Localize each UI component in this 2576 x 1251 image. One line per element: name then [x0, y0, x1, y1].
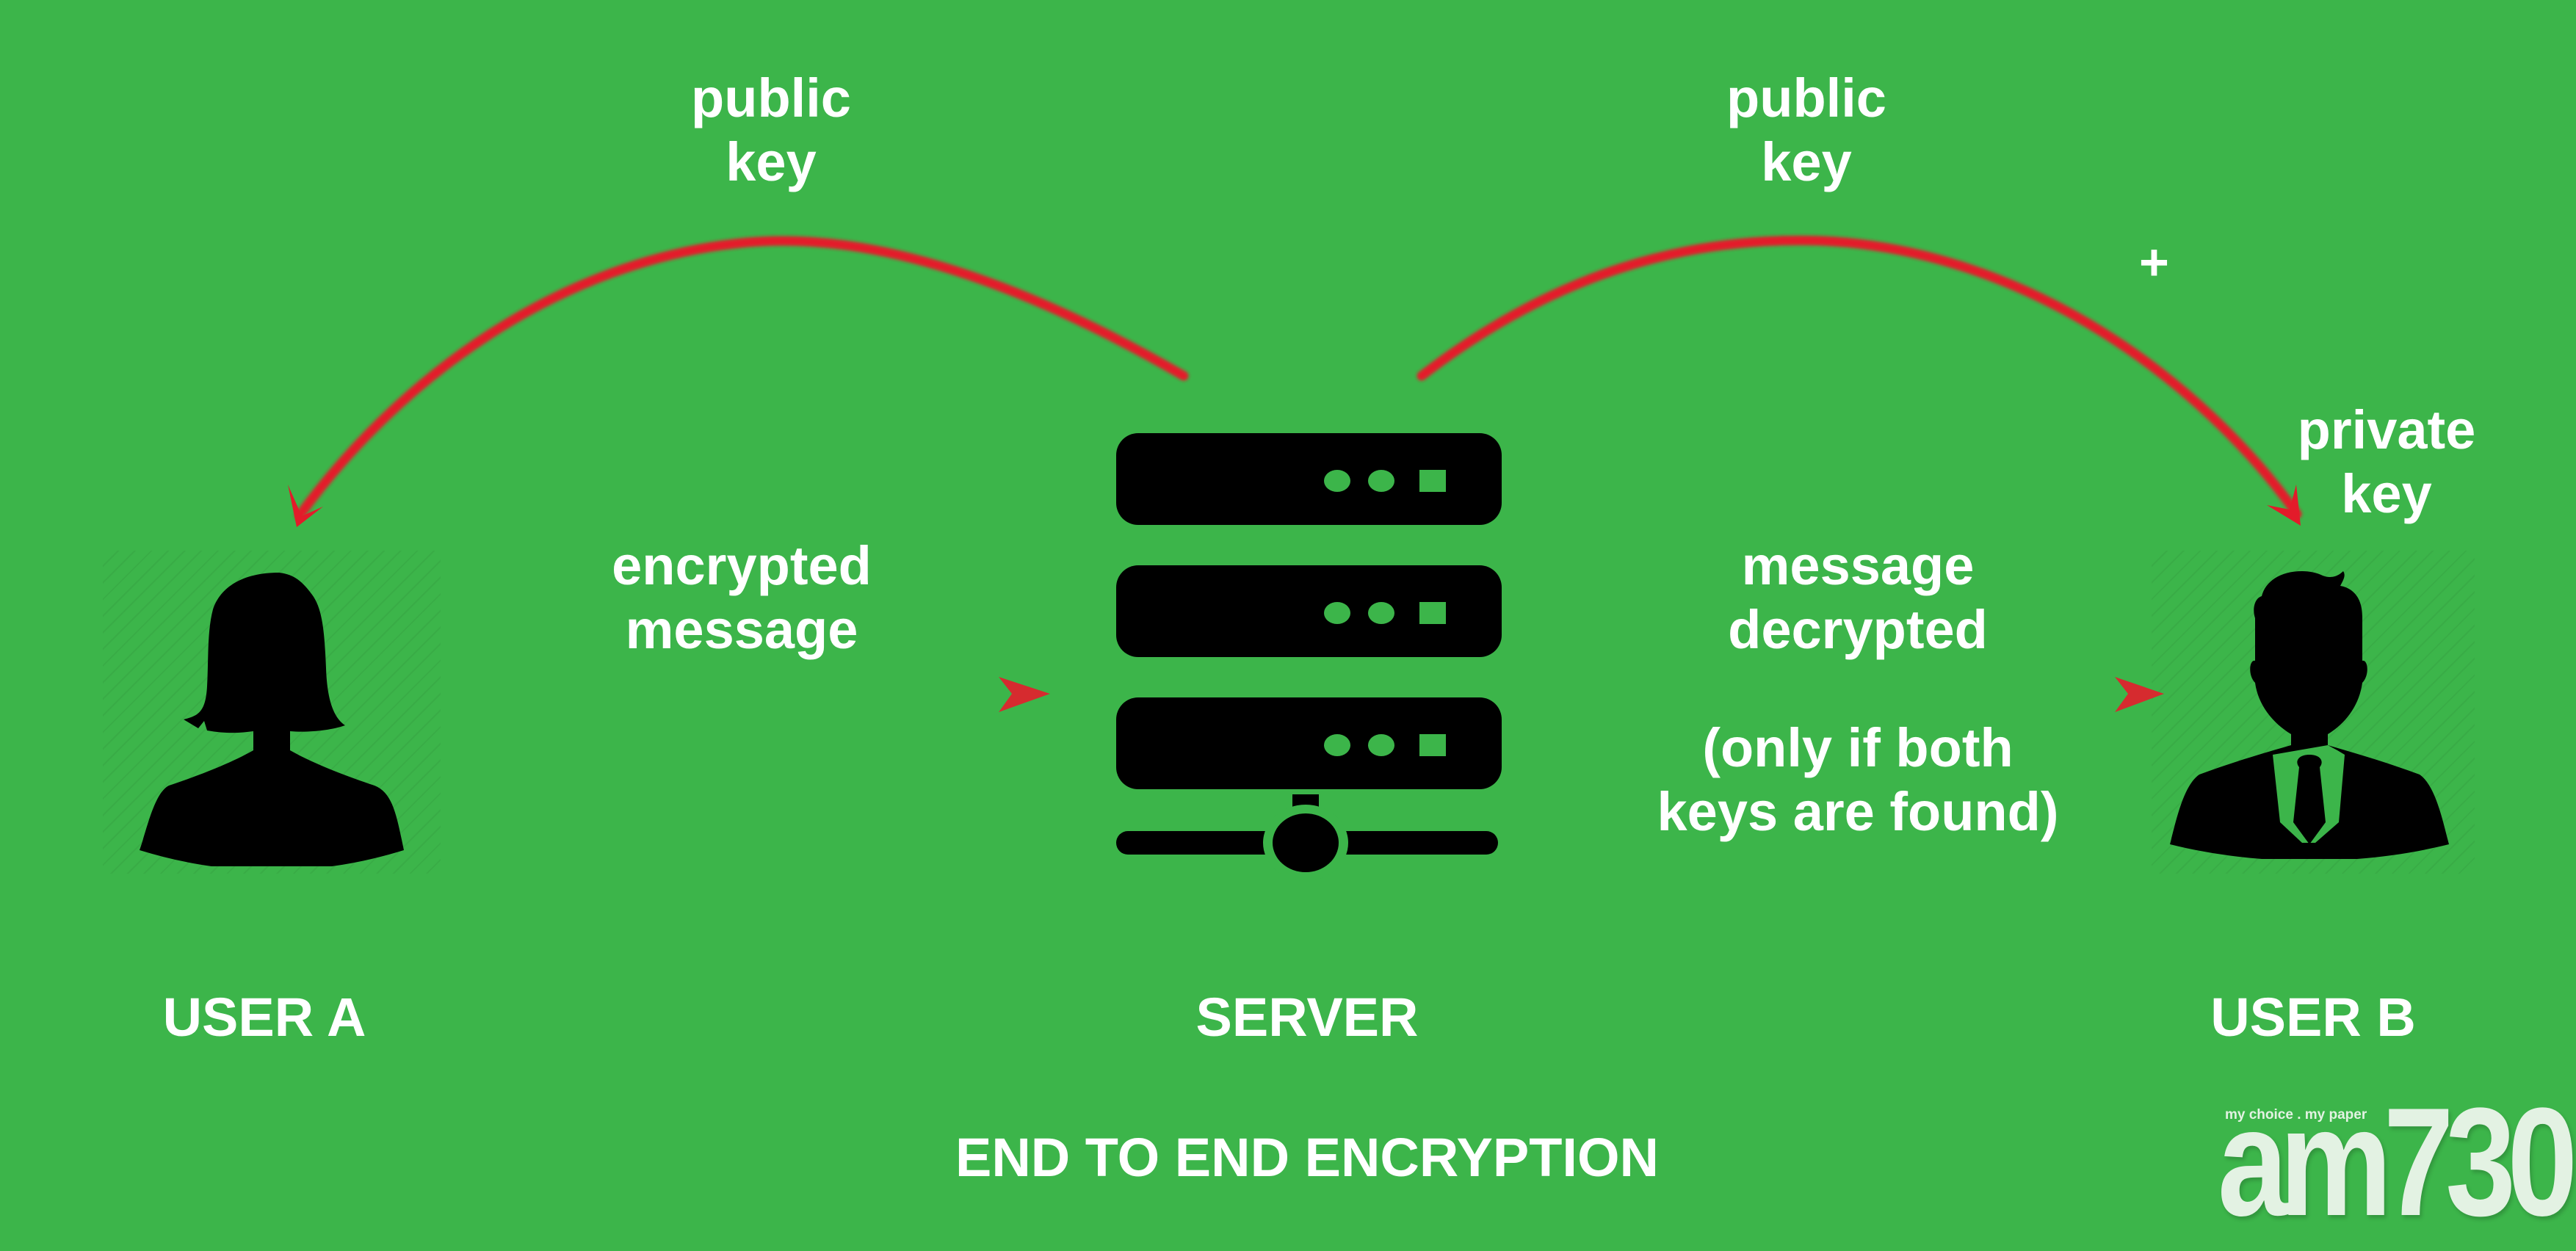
arrowhead — [2267, 485, 2301, 526]
right-public-key-label: public key — [1674, 66, 1939, 195]
label-line: message — [1741, 535, 1975, 596]
plus-sign: + — [2139, 233, 2169, 291]
brand-tagline: my choice . my paper — [2225, 1107, 2367, 1123]
server-network-base — [1116, 794, 1498, 881]
label-line: public — [1726, 68, 1886, 128]
brand-wordmark: am730 — [2218, 1076, 2576, 1248]
male-user-icon — [2170, 571, 2449, 859]
label-line: encrypted — [612, 535, 872, 596]
arrow-public-key-to-user-a — [288, 236, 1189, 527]
label-line: key — [1761, 131, 1852, 193]
message-decrypted-label: message decrypted — [1674, 534, 2041, 662]
arrowhead — [999, 677, 1050, 712]
private-key-label: private key — [2276, 398, 2497, 526]
label-line: key — [2341, 463, 2432, 525]
user-b-label: USER B — [2210, 987, 2416, 1048]
encrypted-message-label: encrypted message — [558, 534, 925, 662]
diagram-title: END TO END ENCRYPTION — [955, 1127, 1659, 1188]
label-line: private — [2297, 399, 2476, 460]
label-line: key — [726, 131, 817, 193]
arrow-public-key-to-user-b — [1417, 236, 2302, 526]
label-line: decrypted — [1728, 599, 1988, 661]
server-rack-3 — [1116, 697, 1502, 789]
server-rack-2 — [1116, 565, 1502, 657]
am730-logo: am730 my choice . my paper — [2210, 1076, 2576, 1248]
arrow-message-decrypted — [1554, 677, 2164, 712]
female-user-icon — [140, 573, 404, 866]
user-a-label: USER A — [162, 987, 366, 1048]
server-icon — [1116, 433, 1502, 881]
label-line: (only if both — [1702, 717, 2014, 778]
arrow-encrypted-message — [443, 677, 1050, 712]
server-rack-1 — [1116, 433, 1502, 525]
arrowhead — [2115, 677, 2164, 712]
label-line: public — [691, 68, 851, 128]
left-public-key-label: public key — [639, 66, 903, 195]
arrowhead — [288, 485, 323, 527]
label-line: keys are found) — [1657, 781, 2059, 843]
condition-note: (only if both keys are found) — [1601, 716, 2115, 844]
server-label: SERVER — [1195, 987, 1419, 1048]
label-line: message — [625, 599, 858, 661]
